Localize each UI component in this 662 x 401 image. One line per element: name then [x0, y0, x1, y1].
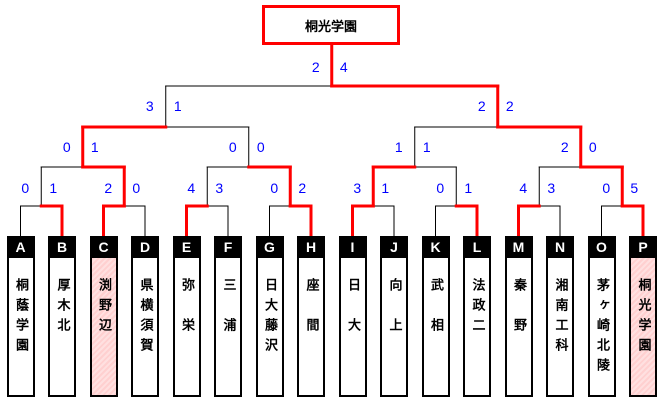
- team-name: 県横須賀: [137, 278, 153, 358]
- score-right: 4: [339, 59, 348, 75]
- team-body: 日大: [338, 258, 367, 397]
- score-left: 4: [187, 180, 196, 196]
- score-right: 0: [132, 180, 141, 196]
- team-body: 座間: [297, 258, 325, 397]
- score-right: 1: [90, 139, 99, 155]
- team-letter: G: [255, 236, 284, 258]
- score-right: 3: [547, 180, 556, 196]
- team-card-a: A 桐蔭学園: [6, 236, 35, 397]
- team-letter: B: [48, 236, 76, 258]
- score-right: 2: [298, 180, 307, 196]
- score-right: 1: [422, 139, 431, 155]
- team-card-f: F 三浦: [214, 236, 242, 397]
- team-body: 武相: [421, 258, 450, 397]
- score-left: 3: [145, 98, 154, 114]
- score-left: 0: [21, 180, 30, 196]
- score-right: 0: [588, 139, 597, 155]
- team-card-e: E 弥栄: [172, 236, 201, 397]
- team-letter: K: [421, 236, 450, 258]
- team-card-c: C 渕野辺: [89, 236, 118, 397]
- champion-box: 桐光学園: [262, 5, 400, 45]
- score-left: 0: [602, 180, 611, 196]
- score-left: 0: [62, 139, 71, 155]
- score-right: 5: [630, 180, 639, 196]
- score-right: 2: [505, 98, 514, 114]
- team-body: 県横須賀: [131, 258, 159, 397]
- team-letter: M: [504, 236, 533, 258]
- team-name: 三浦: [220, 278, 236, 358]
- team-name: 湘南工科: [552, 278, 568, 358]
- team-card-n: N 湘南工科: [546, 236, 574, 397]
- team-letter: E: [172, 236, 201, 258]
- team-name: 厚木北: [54, 278, 70, 338]
- score-left: 2: [560, 139, 569, 155]
- team-name: 弥栄: [179, 278, 194, 358]
- team-body: 弥栄: [172, 258, 201, 397]
- team-body: 秦野: [504, 258, 533, 397]
- score-left: 0: [436, 180, 445, 196]
- score-right: 3: [215, 180, 224, 196]
- score-right: 1: [49, 180, 58, 196]
- score-left: 0: [228, 139, 237, 155]
- score-left: 2: [311, 59, 320, 75]
- team-name: 日大: [345, 278, 360, 358]
- score-right: 1: [464, 180, 473, 196]
- team-name: 法政二: [469, 278, 485, 338]
- team-body: 茅ヶ崎北陵: [587, 258, 616, 397]
- score-left: 2: [477, 98, 486, 114]
- team-letter: N: [546, 236, 574, 258]
- team-card-k: K 武相: [421, 236, 450, 397]
- team-body: 桐光学園: [629, 258, 657, 397]
- team-letter: H: [297, 236, 325, 258]
- score-left: 1: [394, 139, 403, 155]
- team-name: 桐蔭学園: [13, 278, 28, 358]
- team-body: 厚木北: [48, 258, 76, 397]
- team-letter: P: [629, 236, 657, 258]
- score-right: 1: [381, 180, 390, 196]
- team-body: 日大藤沢: [255, 258, 284, 397]
- team-name: 茅ヶ崎北陵: [594, 278, 609, 378]
- team-letter: J: [380, 236, 408, 258]
- team-letter: I: [338, 236, 367, 258]
- team-name: 武相: [428, 278, 443, 358]
- team-card-b: B 厚木北: [48, 236, 76, 397]
- team-name: 渕野辺: [96, 278, 111, 338]
- team-card-d: D 県横須賀: [131, 236, 159, 397]
- team-body: 法政二: [463, 258, 491, 397]
- team-name: 向上: [386, 278, 402, 358]
- team-card-l: L 法政二: [463, 236, 491, 397]
- score-right: 1: [173, 98, 182, 114]
- team-letter: D: [131, 236, 159, 258]
- team-card-p: P 桐光学園: [629, 236, 657, 397]
- team-card-g: G 日大藤沢: [255, 236, 284, 397]
- team-card-h: H 座間: [297, 236, 325, 397]
- score-left: 2: [104, 180, 113, 196]
- score-left: 4: [519, 180, 528, 196]
- team-letter: F: [214, 236, 242, 258]
- team-body: 桐蔭学園: [6, 258, 35, 397]
- team-body: 渕野辺: [89, 258, 118, 397]
- team-body: 向上: [380, 258, 408, 397]
- team-name: 日大藤沢: [262, 278, 277, 358]
- score-right: 0: [256, 139, 265, 155]
- team-name: 座間: [303, 278, 319, 358]
- team-body: 湘南工科: [546, 258, 574, 397]
- team-name: 桐光学園: [635, 278, 651, 358]
- team-body: 三浦: [214, 258, 242, 397]
- team-card-o: O 茅ヶ崎北陵: [587, 236, 616, 397]
- team-letter: O: [587, 236, 616, 258]
- score-left: 0: [270, 180, 279, 196]
- score-left: 3: [353, 180, 362, 196]
- team-letter: A: [6, 236, 35, 258]
- team-letter: C: [89, 236, 118, 258]
- team-card-j: J 向上: [380, 236, 408, 397]
- team-letter: L: [463, 236, 491, 258]
- team-card-i: I 日大: [338, 236, 367, 397]
- team-card-m: M 秦野: [504, 236, 533, 397]
- team-name: 秦野: [511, 278, 526, 358]
